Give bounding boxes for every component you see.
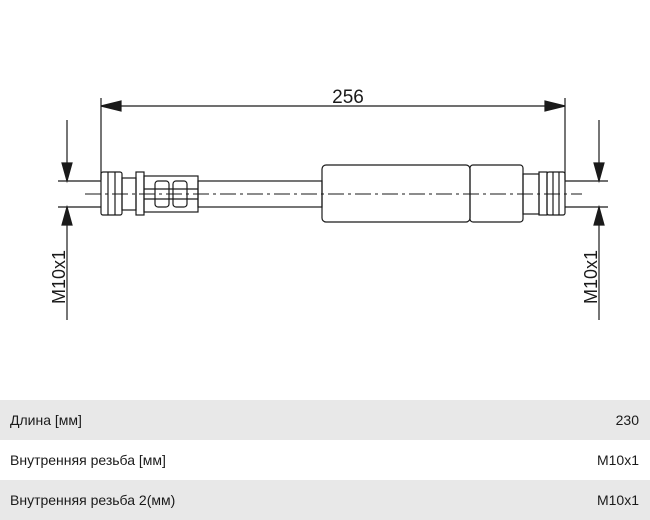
length-arrow-right (544, 100, 566, 112)
spec-label: Длина [мм] (10, 412, 82, 428)
brake-hose-drawing: 256 M10x1 M10x1 (49, 87, 608, 320)
spec-value: M10x1 (596, 492, 639, 508)
right-thread-arrow-bottom (593, 204, 605, 226)
spec-row-length: Длина [мм] 230 (0, 400, 650, 440)
spec-label: Внутренняя резьба 2(мм) (10, 492, 176, 508)
spec-value: M10x1 (596, 452, 639, 468)
spec-row-internal-thread: Внутренняя резьба [мм] M10x1 (0, 440, 650, 480)
left-thread-arrow-top (61, 162, 73, 184)
spec-label: Внутренняя резьба [мм] (10, 452, 166, 468)
length-dimension-value: 256 (332, 87, 364, 108)
right-thread-label: M10x1 (581, 250, 601, 304)
spec-row-internal-thread-2: Внутренняя резьба 2(мм) M10x1 (0, 480, 650, 520)
left-thread-label: M10x1 (49, 250, 69, 304)
spec-table: Длина [мм] 230 Внутренняя резьба [мм] M1… (0, 400, 650, 520)
right-thread-arrow-top (593, 162, 605, 184)
spec-value: 230 (615, 412, 639, 428)
left-thread-arrow-bottom (61, 204, 73, 226)
length-arrow-left (100, 100, 122, 112)
